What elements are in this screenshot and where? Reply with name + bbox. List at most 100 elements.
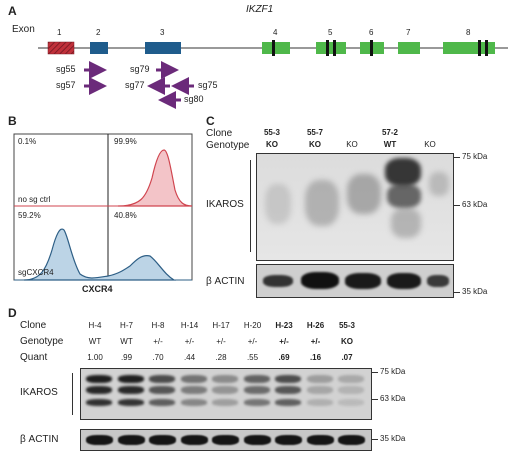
d-ikaros-band bbox=[117, 375, 144, 383]
d-clone-5: H-17 bbox=[212, 321, 230, 330]
exon-3 bbox=[145, 42, 181, 54]
c-ikaros-bracket bbox=[250, 160, 251, 252]
d-ikaros-band bbox=[306, 399, 333, 406]
c-genotype-1: KO bbox=[266, 140, 278, 149]
d-ikaros-band bbox=[149, 375, 175, 383]
d-ikaros-band bbox=[86, 386, 112, 394]
panel-b-letter: B bbox=[8, 114, 17, 128]
panel-a-letter: A bbox=[8, 4, 17, 18]
sg-row-label: sgCXCR4 bbox=[18, 268, 54, 277]
exon-2 bbox=[90, 42, 108, 54]
exon-num-4: 4 bbox=[273, 28, 278, 37]
guide-label-sg57: sg57 bbox=[56, 80, 76, 90]
d-ikaros-band bbox=[338, 375, 364, 383]
d-ikaros-band bbox=[275, 386, 301, 394]
d-clone-7: H-23 bbox=[275, 321, 293, 330]
d-ikaros-band bbox=[180, 375, 207, 383]
exon-num-7: 7 bbox=[406, 28, 411, 37]
d-clone-label: Clone bbox=[20, 320, 47, 331]
d-ikaros-band bbox=[212, 375, 238, 383]
c-marker-63: 63 kDa bbox=[462, 200, 488, 209]
c-clone-2: 55-7 bbox=[306, 128, 323, 137]
d-quant-8: .16 bbox=[309, 353, 322, 362]
quad-bottom-left: 59.2% bbox=[18, 211, 41, 220]
d-actin-band bbox=[117, 435, 145, 445]
guide-label-sg77: sg77 bbox=[125, 80, 145, 90]
d-clone-6: H-20 bbox=[243, 321, 262, 330]
d-clone-3: H-8 bbox=[151, 321, 165, 330]
c-genotype-5: KO bbox=[424, 140, 436, 149]
d-clone-1: H-4 bbox=[88, 321, 102, 330]
d-ikaros-label: IKAROS bbox=[20, 387, 58, 398]
c-clone-label: Clone bbox=[206, 128, 233, 139]
panel-c-letter: C bbox=[206, 114, 215, 128]
d-actin-band bbox=[149, 435, 176, 445]
d-clone-8: H-26 bbox=[306, 321, 325, 330]
d-actin-band bbox=[180, 435, 208, 445]
d-marker-63: 63 kDa bbox=[380, 394, 406, 403]
d-quant-9: .07 bbox=[341, 353, 353, 362]
d-ikaros-band bbox=[212, 386, 238, 394]
d-ikaros-band bbox=[180, 399, 207, 406]
d-ikaros-band bbox=[86, 375, 112, 383]
c-ikaros-label: IKAROS bbox=[206, 199, 244, 210]
gene-diagram bbox=[38, 40, 508, 109]
d-ikaros-band bbox=[338, 399, 364, 406]
d-actin-band bbox=[212, 435, 239, 445]
c-actin-blot bbox=[256, 264, 454, 298]
d-ikaros-band bbox=[243, 386, 270, 394]
guide-label-sg79: sg79 bbox=[130, 64, 150, 74]
d-clone-4: H-14 bbox=[180, 321, 199, 330]
exon-7 bbox=[398, 42, 420, 54]
quad-bottom-right: 40.8% bbox=[114, 211, 137, 220]
d-clone-9: 55-3 bbox=[338, 321, 355, 330]
d-actin-label: β ACTIN bbox=[20, 434, 59, 445]
guide-label-sg80: sg80 bbox=[184, 94, 204, 104]
panel-d-letter: D bbox=[8, 306, 17, 320]
exon-num-2: 2 bbox=[96, 28, 101, 37]
d-actin-band bbox=[306, 435, 334, 445]
d-quant-7: .69 bbox=[278, 353, 290, 362]
d-genotype-4: +/- bbox=[184, 337, 195, 346]
d-ikaros-band bbox=[243, 375, 270, 383]
d-ikaros-band bbox=[149, 399, 175, 406]
exon-num-6: 6 bbox=[369, 28, 374, 37]
quad-top-right: 99.9% bbox=[114, 137, 137, 146]
d-genotype-6: +/- bbox=[247, 337, 258, 346]
c-marker-35: 35 kDa bbox=[462, 287, 488, 296]
d-quant-label: Quant bbox=[20, 352, 48, 363]
d-genotype-7: +/- bbox=[279, 337, 289, 346]
d-ikaros-band bbox=[117, 399, 144, 406]
d-quant-6: .55 bbox=[246, 353, 259, 362]
exon-1 bbox=[47, 41, 75, 55]
flow-histograms bbox=[13, 133, 193, 281]
quad-top-left: 0.1% bbox=[18, 137, 37, 146]
d-ikaros-band bbox=[212, 399, 238, 406]
d-quant-4: .44 bbox=[183, 353, 196, 362]
exon-num-8: 8 bbox=[466, 28, 471, 37]
d-ikaros-band bbox=[338, 386, 364, 394]
c-genotype-4: WT bbox=[383, 140, 397, 149]
d-quant-1: 1.00 bbox=[87, 353, 103, 362]
d-genotype-8: +/- bbox=[310, 337, 321, 346]
d-ikaros-band bbox=[243, 399, 270, 406]
c-ikaros-blot bbox=[256, 153, 454, 261]
guide-label-sg75: sg75 bbox=[198, 80, 218, 90]
d-genotype-label: Genotype bbox=[20, 336, 64, 347]
ctrl-row-label: no sg ctrl bbox=[18, 195, 51, 204]
d-actin-band bbox=[275, 435, 302, 445]
exon-8 bbox=[443, 42, 495, 54]
guide-label-sg55: sg55 bbox=[56, 64, 76, 74]
exon-num-5: 5 bbox=[328, 28, 333, 37]
gene-name: IKZF1 bbox=[246, 4, 274, 15]
d-quant-3: .70 bbox=[152, 353, 164, 362]
d-actin-band bbox=[338, 435, 365, 445]
d-ikaros-band bbox=[180, 386, 207, 394]
flow-xlabel: CXCR4 bbox=[82, 284, 113, 294]
exon-4-mark bbox=[272, 40, 275, 56]
d-ikaros-band bbox=[306, 386, 333, 394]
d-genotype-1: WT bbox=[88, 337, 102, 346]
c-clone-4: 57-2 bbox=[381, 128, 398, 137]
exon-4 bbox=[262, 42, 290, 54]
exon-5 bbox=[316, 42, 346, 54]
